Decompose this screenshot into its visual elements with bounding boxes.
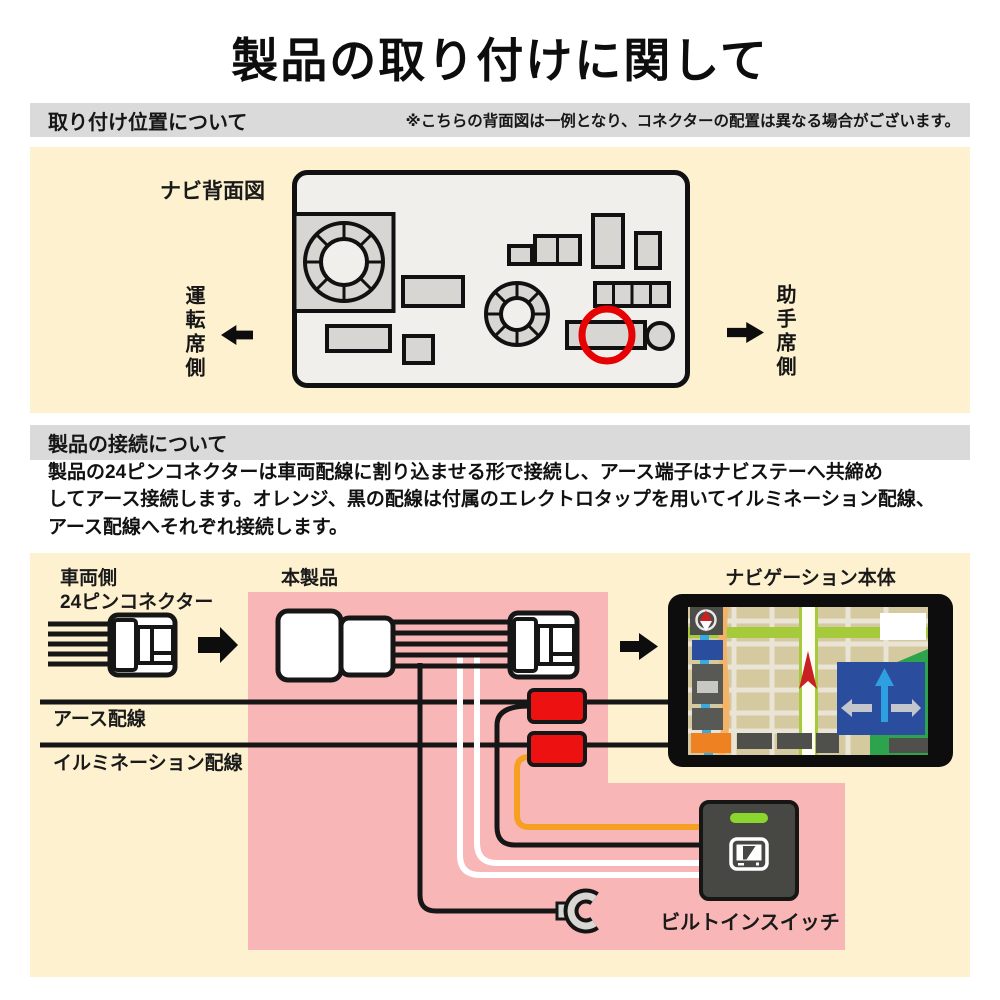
compass-needle-icon — [699, 610, 713, 621]
straight-arrow-icon — [875, 668, 894, 686]
map-position-arrow-icon — [799, 651, 817, 689]
page-title: 製品の取り付けに関して — [231, 34, 769, 87]
vehicle-harness-wires — [48, 621, 115, 667]
electro-tap-ground — [527, 688, 587, 724]
cooling-fan — [292, 212, 396, 313]
description-line: 製品の24ピンコネクターは車両配線に割り込ませる形で接続し、アース端子はナビステ… — [48, 462, 883, 483]
flow-arrow-icon — [620, 633, 658, 660]
product-harness-wires — [393, 619, 510, 669]
nav-rear-panel-diagram — [292, 170, 690, 388]
electro-tap-illumination — [527, 731, 587, 767]
earth-terminal-wire — [417, 663, 557, 914]
built-in-switch — [699, 800, 799, 901]
flow-arrow-icon — [198, 627, 238, 663]
nav-unit-label: ナビゲーション本体 — [725, 568, 896, 589]
connection-description: 製品の24ピンコネクターは車両配線に割り込ませる形で接続し、アース端子はナビステ… — [48, 459, 935, 541]
section-position-bar: 取り付け位置について ※こちらの背面図は一例となり、コネクターの配置は異なる場合… — [30, 103, 970, 137]
product-label: 本製品 — [281, 568, 339, 589]
map-white-panel — [880, 613, 926, 640]
section-position-title: 取り付け位置について — [48, 111, 248, 134]
driver-side-label: 運転席側 — [182, 285, 204, 381]
right-arrow-icon — [912, 699, 921, 717]
junction-guide-panel — [837, 662, 925, 735]
switch-orange-wire — [514, 754, 700, 830]
section-position-note: ※こちらの背面図は一例となり、コネクターの配置は異なる場合がございます。 — [405, 113, 960, 130]
switch-label: ビルトインスイッチ — [660, 912, 840, 934]
rear-view-label: ナビ背面図 — [160, 180, 265, 203]
left-arrow-icon — [841, 699, 852, 717]
monitor-icon — [729, 837, 769, 871]
product-connector-plug — [338, 615, 396, 678]
illumination-wire-label: イルミネーション配線 — [53, 753, 243, 774]
navigation-map-screen — [688, 607, 928, 755]
nav-side-connector — [507, 610, 580, 680]
vehicle-24pin-connector — [107, 612, 178, 678]
navigation-unit — [668, 594, 953, 767]
switch-black-wire — [494, 703, 700, 848]
connector-dividers — [556, 236, 652, 306]
ground-wire-label: アース配線 — [53, 709, 146, 730]
section-connection-title: 製品の接続について — [48, 434, 228, 456]
description-line: アース配線へそれぞれ接続します。 — [48, 516, 349, 538]
wiring-diagram — [40, 608, 700, 934]
product-connector-body — [275, 608, 344, 683]
map-ui-column — [690, 607, 731, 755]
highlight-red-circle — [578, 305, 636, 365]
switch-white-wires — [457, 653, 700, 878]
map-bottom-buttons — [737, 733, 928, 753]
switch-led — [730, 813, 768, 823]
earth-ring-terminal — [555, 888, 599, 934]
passenger-side-label: 助手席側 — [773, 284, 795, 380]
vehicle-24pin-label: 24ピンコネクター — [60, 592, 214, 613]
description-line: してアース接続します。オレンジ、黒の配線は付属のエレクトロタップを用いてイルミネ… — [48, 489, 935, 511]
vehicle-side-label: 車両側 — [60, 568, 118, 589]
section-connection-bar: 製品の接続について — [30, 425, 970, 460]
round-connector — [484, 281, 550, 347]
